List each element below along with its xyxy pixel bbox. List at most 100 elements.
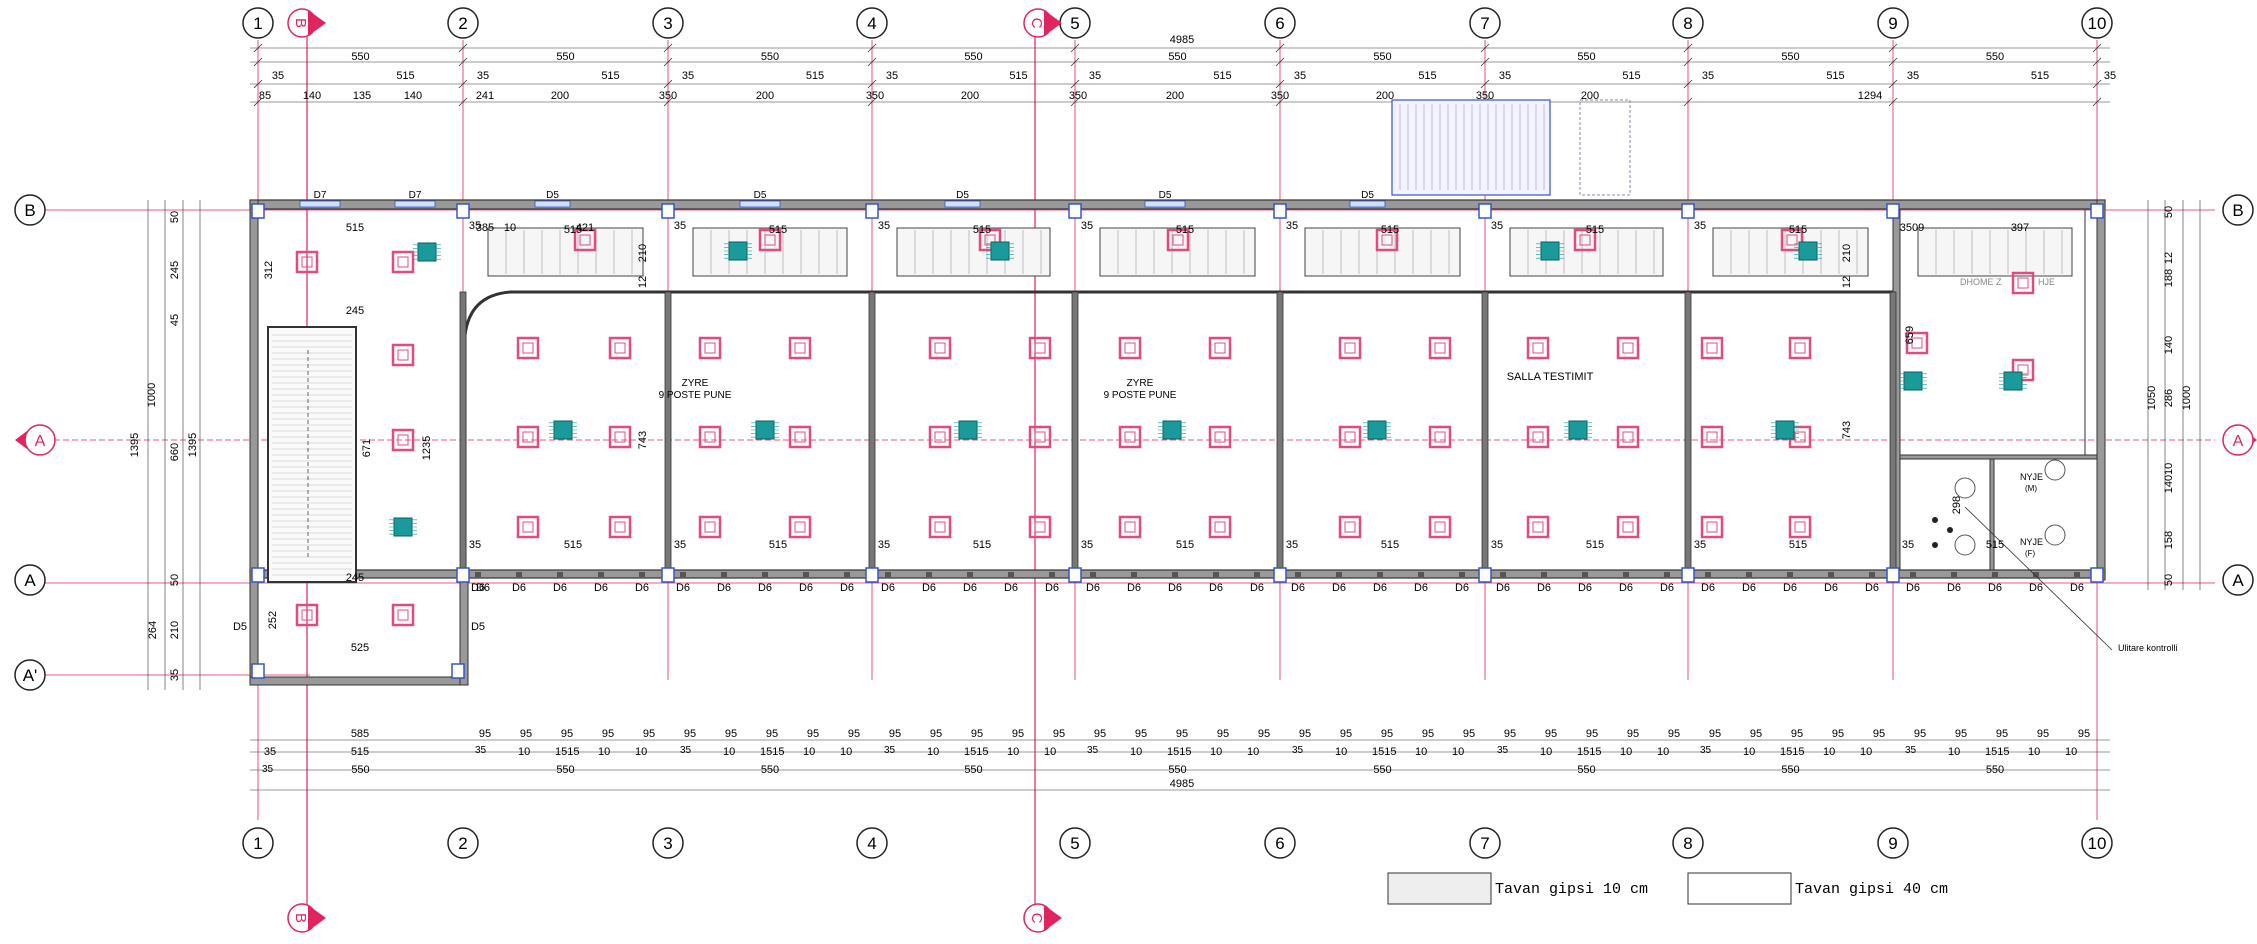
dim-95: 95 (602, 728, 614, 740)
partition (1889, 291, 1897, 573)
door-label: D6 (1373, 582, 1387, 594)
door-label: D6 (758, 582, 772, 594)
dim-515-top: 515 (2031, 70, 2049, 82)
light-inner (1794, 521, 1806, 533)
grid-bubble-top (1469, 7, 1501, 39)
light-inner (1794, 342, 1806, 354)
dim-wc-515: 515 (1986, 539, 2004, 551)
grid-bubble-bottom (1059, 827, 1091, 859)
light-fixture (608, 425, 632, 449)
dim-right: 188 (2163, 269, 2175, 287)
dim-95: 95 (1463, 728, 1475, 740)
dim-298: 298 (1951, 496, 1963, 514)
dim-tick (1888, 43, 1898, 53)
dim-95: 95 (889, 728, 901, 740)
dim-row3-top: 350 (1476, 90, 1494, 102)
grid-bubble-bottom-label: 4 (867, 834, 876, 853)
dim-row3-top: 200 (1166, 90, 1184, 102)
door-mark (1090, 572, 1096, 577)
light-inner (2017, 364, 2029, 376)
column-bottom (251, 567, 265, 583)
door-mark (598, 572, 604, 577)
dim-10-b: 10 (1657, 746, 1669, 758)
dim-tick (2092, 43, 2102, 53)
dim-room-515-b: 515 (769, 539, 787, 551)
dim-right: 1050 (2146, 386, 2158, 410)
grid-bubble-bottom-label: 7 (1480, 834, 1489, 853)
dim-35-b: 35 (475, 745, 487, 756)
grid-bubble-top-label: 5 (1070, 14, 1079, 33)
window-top (739, 200, 781, 208)
dim-tick (663, 57, 673, 67)
dim-room-515-b: 515 (1381, 539, 1399, 551)
dim-room-515-b: 515 (1586, 539, 1604, 551)
window-top (394, 200, 436, 208)
dim-10-b: 10 (2028, 746, 2040, 758)
light-fixture (928, 336, 952, 360)
dim-room-515-b: 515 (973, 539, 991, 551)
light-fixture (758, 228, 782, 252)
door-mark (1172, 572, 1178, 577)
dim-550-top: 550 (1781, 51, 1799, 63)
window-label: D5 (546, 190, 559, 201)
light-inner (301, 609, 313, 621)
light-fixture (928, 425, 952, 449)
dim-550-bottom: 550 (1373, 764, 1391, 776)
door-label: D6 (476, 582, 490, 594)
door-mark (1623, 572, 1629, 577)
dim-550-top: 550 (1168, 51, 1186, 63)
dim-tick (1070, 79, 1080, 89)
door-label: D6 (594, 582, 608, 594)
door-mark (721, 572, 727, 577)
column-top (1681, 203, 1695, 219)
grid-bubble-top (242, 7, 274, 39)
dim-room-35: 35 (469, 220, 481, 232)
dim-row3-top: 200 (551, 90, 569, 102)
light-inner (704, 431, 716, 443)
dim-room-515-b: 515 (1176, 539, 1194, 551)
dim-95: 95 (1422, 728, 1434, 740)
door-mark (1049, 572, 1055, 577)
dim-tick (1683, 43, 1693, 53)
grid-bubble-aprime (14, 659, 46, 691)
dim-10-b: 10 (1130, 746, 1142, 758)
dim-row3-top: 350 (1069, 90, 1087, 102)
light-fixture (1028, 336, 1052, 360)
room-sub-zyre-1: 9 POSTE PUNE (659, 390, 732, 401)
door-mark (1992, 572, 1998, 577)
dim-room-35: 35 (1286, 220, 1298, 232)
door-mark (1910, 572, 1916, 577)
light-inner (522, 342, 534, 354)
light-fixture (2011, 358, 2035, 382)
column-top (661, 203, 675, 219)
dim-tick (663, 79, 673, 89)
dim-35-top: 35 (272, 70, 284, 82)
dim-10-b: 10 (2065, 746, 2077, 758)
room-label-zyre-1: ZYRE (682, 378, 709, 389)
dim-tick (867, 43, 877, 53)
section-marker-c-bottom-label: C (1028, 913, 1045, 924)
column-bottom (2090, 567, 2104, 583)
dim-room-515: 515 (1381, 224, 1399, 236)
door-mark (885, 572, 891, 577)
dim-right: 286 (2163, 389, 2175, 407)
door-label: D6 (635, 582, 649, 594)
dim-room-35-b: 35 (1081, 539, 1093, 551)
light-fixture (1375, 228, 1399, 252)
light-inner (1214, 342, 1226, 354)
door-mark (516, 572, 522, 577)
dim-743-r: 743 (1841, 421, 1853, 439)
dim-550-bottom: 550 (1577, 764, 1595, 776)
grid-bubble-top (2081, 7, 2113, 39)
door-label: D6 (922, 582, 936, 594)
light-fixture (1700, 336, 1724, 360)
dim-1515-b: 1515 (1167, 746, 1191, 758)
grid-bubble-top (856, 7, 888, 39)
dim-35-top: 35 (1294, 70, 1306, 82)
ceiling-strip (1099, 227, 1256, 277)
column-bottom (865, 567, 879, 583)
door-mark (2033, 572, 2039, 577)
door-mark (967, 572, 973, 577)
dim-550-top: 550 (556, 51, 574, 63)
light-inner (1622, 431, 1634, 443)
